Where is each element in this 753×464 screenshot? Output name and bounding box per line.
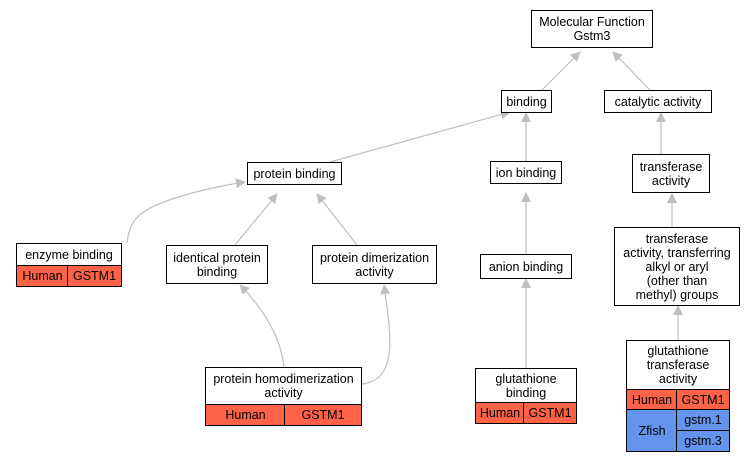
node-label: Molecular Function Gstm3 — [539, 15, 645, 43]
node-label: protein homodimerization activity — [213, 372, 354, 400]
node-protein-dimerization-activity[interactable]: protein dimerization activity — [312, 245, 437, 284]
gene-cell[interactable]: GSTM1 — [523, 402, 577, 424]
gene-cell[interactable]: GSTM1 — [676, 389, 730, 410]
node-anion-binding[interactable]: anion binding — [480, 254, 572, 279]
node-protein-binding[interactable]: protein binding — [247, 162, 342, 185]
gene-cell[interactable]: gstm.3 — [676, 430, 730, 452]
species-cell-human: Human — [626, 389, 678, 410]
node-transferase-activity[interactable]: transferase activity — [632, 154, 710, 193]
species-cell-zfish: Zfish — [626, 409, 678, 452]
node-label: transferase activity, transferring alkyl… — [623, 231, 731, 302]
edge-identical-to-protein-binding — [234, 193, 278, 246]
species-cell-human: Human — [475, 402, 525, 424]
edge-enzyme-binding-to-protein-binding — [126, 178, 246, 244]
node-label: catalytic activity — [614, 94, 702, 109]
edge-homodimerization-to-dimerization — [361, 284, 391, 385]
node-enzyme-binding[interactable]: enzyme binding — [16, 243, 122, 266]
gene-cell[interactable]: GSTM1 — [284, 404, 362, 426]
species-cell-human: Human — [205, 404, 286, 426]
node-label: enzyme binding — [25, 247, 113, 262]
node-label: ion binding — [495, 165, 557, 180]
node-label: protein dimerization activity — [319, 250, 430, 279]
node-protein-homodimerization-activity[interactable]: protein homodimerization activity — [205, 367, 362, 405]
node-ion-binding[interactable]: ion binding — [490, 161, 562, 184]
node-label: protein binding — [253, 166, 336, 181]
node-glutathione-binding[interactable]: glutathione binding — [475, 368, 577, 403]
gene-cell[interactable]: GSTM1 — [67, 265, 122, 287]
node-transferase-alkyl-aryl[interactable]: transferase activity, transferring alkyl… — [614, 227, 740, 306]
gene-cell[interactable]: gstm.1 — [676, 409, 730, 431]
node-label: glutathione binding — [495, 371, 557, 400]
node-label: binding — [506, 94, 547, 109]
node-glutathione-transferase-activity[interactable]: glutathione transferase activity — [626, 340, 730, 390]
node-label: glutathione transferase activity — [646, 344, 710, 386]
edge-catalytic-to-root — [612, 51, 651, 91]
node-label: anion binding — [488, 259, 564, 274]
node-molecular-function-root[interactable]: Molecular Function Gstm3 — [531, 10, 653, 48]
edge-dimerization-to-protein-binding — [316, 193, 358, 246]
edge-homodimerization-to-identical — [239, 284, 285, 368]
node-identical-protein-binding[interactable]: identical protein binding — [166, 245, 268, 284]
species-cell-human: Human — [16, 265, 69, 287]
node-binding[interactable]: binding — [501, 90, 552, 113]
edge-protein-binding-to-binding — [329, 109, 511, 163]
node-label: identical protein binding — [173, 250, 261, 279]
node-catalytic-activity[interactable]: catalytic activity — [604, 90, 712, 113]
node-label: transferase activity — [639, 159, 703, 188]
edge-binding-to-root — [541, 51, 581, 91]
